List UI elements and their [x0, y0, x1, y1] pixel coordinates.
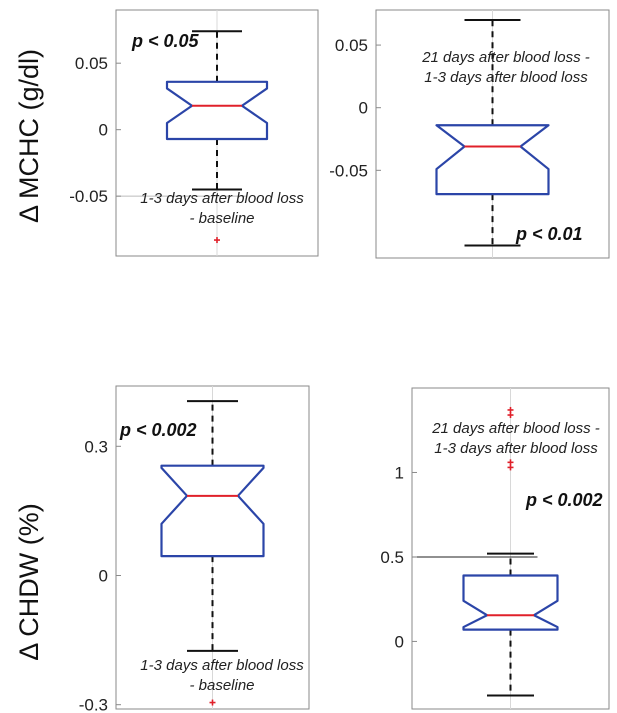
comparison-annotation: 21 days after blood loss - — [431, 420, 600, 437]
box-plot-panel-top-right: 0.05 0 -0.05 21 days after blood loss - 1-3 … — [329, 9, 610, 259]
y-tick-label: 0.5 — [380, 548, 404, 567]
box-plot-panel-bottom-right: 1 0.5 0 21 days after blood loss - 1-3 days … — [380, 387, 610, 710]
y-tick-label: 0.3 — [84, 437, 108, 456]
comparison-annotation: 1-3 days after blood loss — [434, 440, 598, 457]
y-tick-label: 0 — [395, 632, 404, 651]
comparison-annotation: 1-3 days after blood loss — [140, 657, 304, 674]
y-tick-label: 1 — [395, 463, 404, 482]
y-axis-label-top: Δ MCHC (g/dl) — [14, 49, 44, 223]
box-body — [435, 124, 550, 196]
y-axis-label-bottom: Δ CHDW (%) — [14, 503, 44, 661]
y-tick-label: 0.05 — [75, 54, 108, 73]
p-value-label: p < 0.002 — [119, 420, 197, 440]
comparison-annotation: - baseline — [189, 210, 254, 227]
p-value-label: p < 0.002 — [525, 490, 603, 510]
comparison-annotation: 1-3 days after blood loss — [424, 69, 588, 86]
p-value-label: p < 0.01 — [515, 224, 583, 244]
box-plot-panel-bottom-left: 0.3 0 -0.3 1-3 days after blood loss - basel… — [79, 385, 310, 713]
y-tick-label: -0.05 — [329, 161, 368, 180]
comparison-annotation: - baseline — [189, 677, 254, 694]
y-tick-label: -0.3 — [79, 696, 108, 713]
box-plot-panel-top-left: 0.05 0 -0.05 1-3 days after blood loss - bas… — [69, 9, 319, 257]
y-tick-label: -0.05 — [69, 187, 108, 206]
box-body — [165, 80, 269, 141]
y-tick-label: 0 — [359, 99, 368, 118]
p-value-label: p < 0.05 — [131, 31, 200, 51]
box-body — [462, 574, 559, 631]
y-tick-label: 0.05 — [335, 36, 368, 55]
y-tick-label: 0 — [99, 121, 108, 140]
box-body — [160, 464, 265, 558]
y-tick-label: 0 — [99, 566, 108, 585]
comparison-annotation: 1-3 days after blood loss — [140, 190, 304, 207]
comparison-annotation: 21 days after blood loss - — [421, 49, 590, 66]
